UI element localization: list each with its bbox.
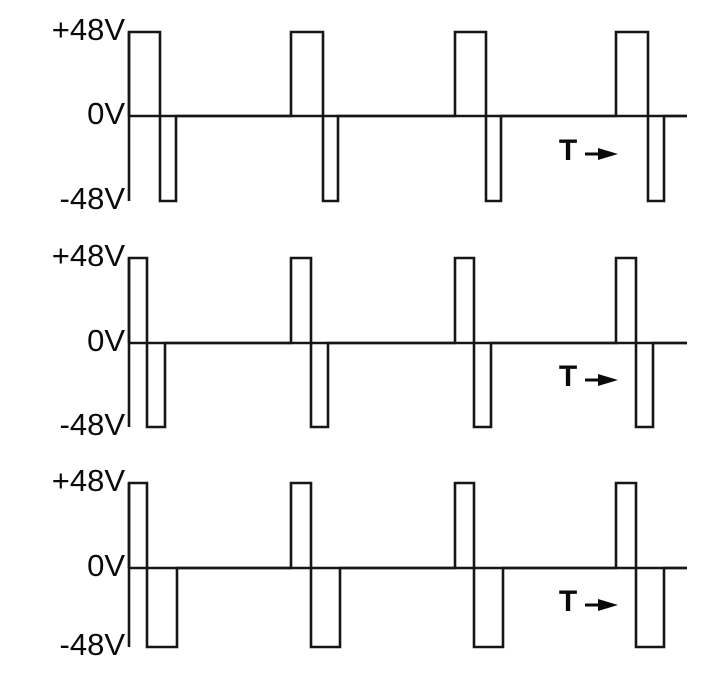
- axis-label-plus: +48V: [52, 12, 126, 47]
- waveform-middle-canvas: +48V 0V -48V T: [52, 238, 687, 442]
- waveform-top: +48V 0V -48V T: [0, 0, 706, 226]
- period-label: T: [559, 585, 577, 618]
- waveform-top-canvas: +48V 0V -48V T: [52, 12, 687, 216]
- period-arrow-head: [598, 148, 618, 160]
- period-annotation: T: [559, 360, 618, 393]
- period-label: T: [559, 360, 577, 393]
- waveform-bottom-canvas: +48V 0V -48V T: [52, 463, 687, 662]
- period-label: T: [559, 134, 577, 167]
- period-annotation: T: [559, 134, 618, 167]
- axis-label-plus: +48V: [52, 238, 126, 273]
- period-annotation: T: [559, 585, 618, 618]
- period-arrow-head: [598, 599, 618, 611]
- waveform-middle-trace: [127, 256, 687, 429]
- axis-label-plus: +48V: [52, 463, 126, 498]
- period-arrow-head: [598, 374, 618, 386]
- axis-label-zero: 0V: [87, 96, 125, 131]
- waveform-middle: +48V 0V -48V T: [0, 226, 706, 452]
- axis-label-minus: -48V: [60, 407, 126, 442]
- axis-label-minus: -48V: [60, 181, 126, 216]
- waveform-top-trace: [127, 30, 687, 203]
- waveform-bottom: +48V 0V -48V T: [0, 451, 706, 677]
- axis-label-zero: 0V: [87, 548, 125, 583]
- waveform-bottom-trace: [127, 481, 687, 649]
- axis-label-minus: -48V: [60, 627, 126, 662]
- axis-label-zero: 0V: [87, 323, 125, 358]
